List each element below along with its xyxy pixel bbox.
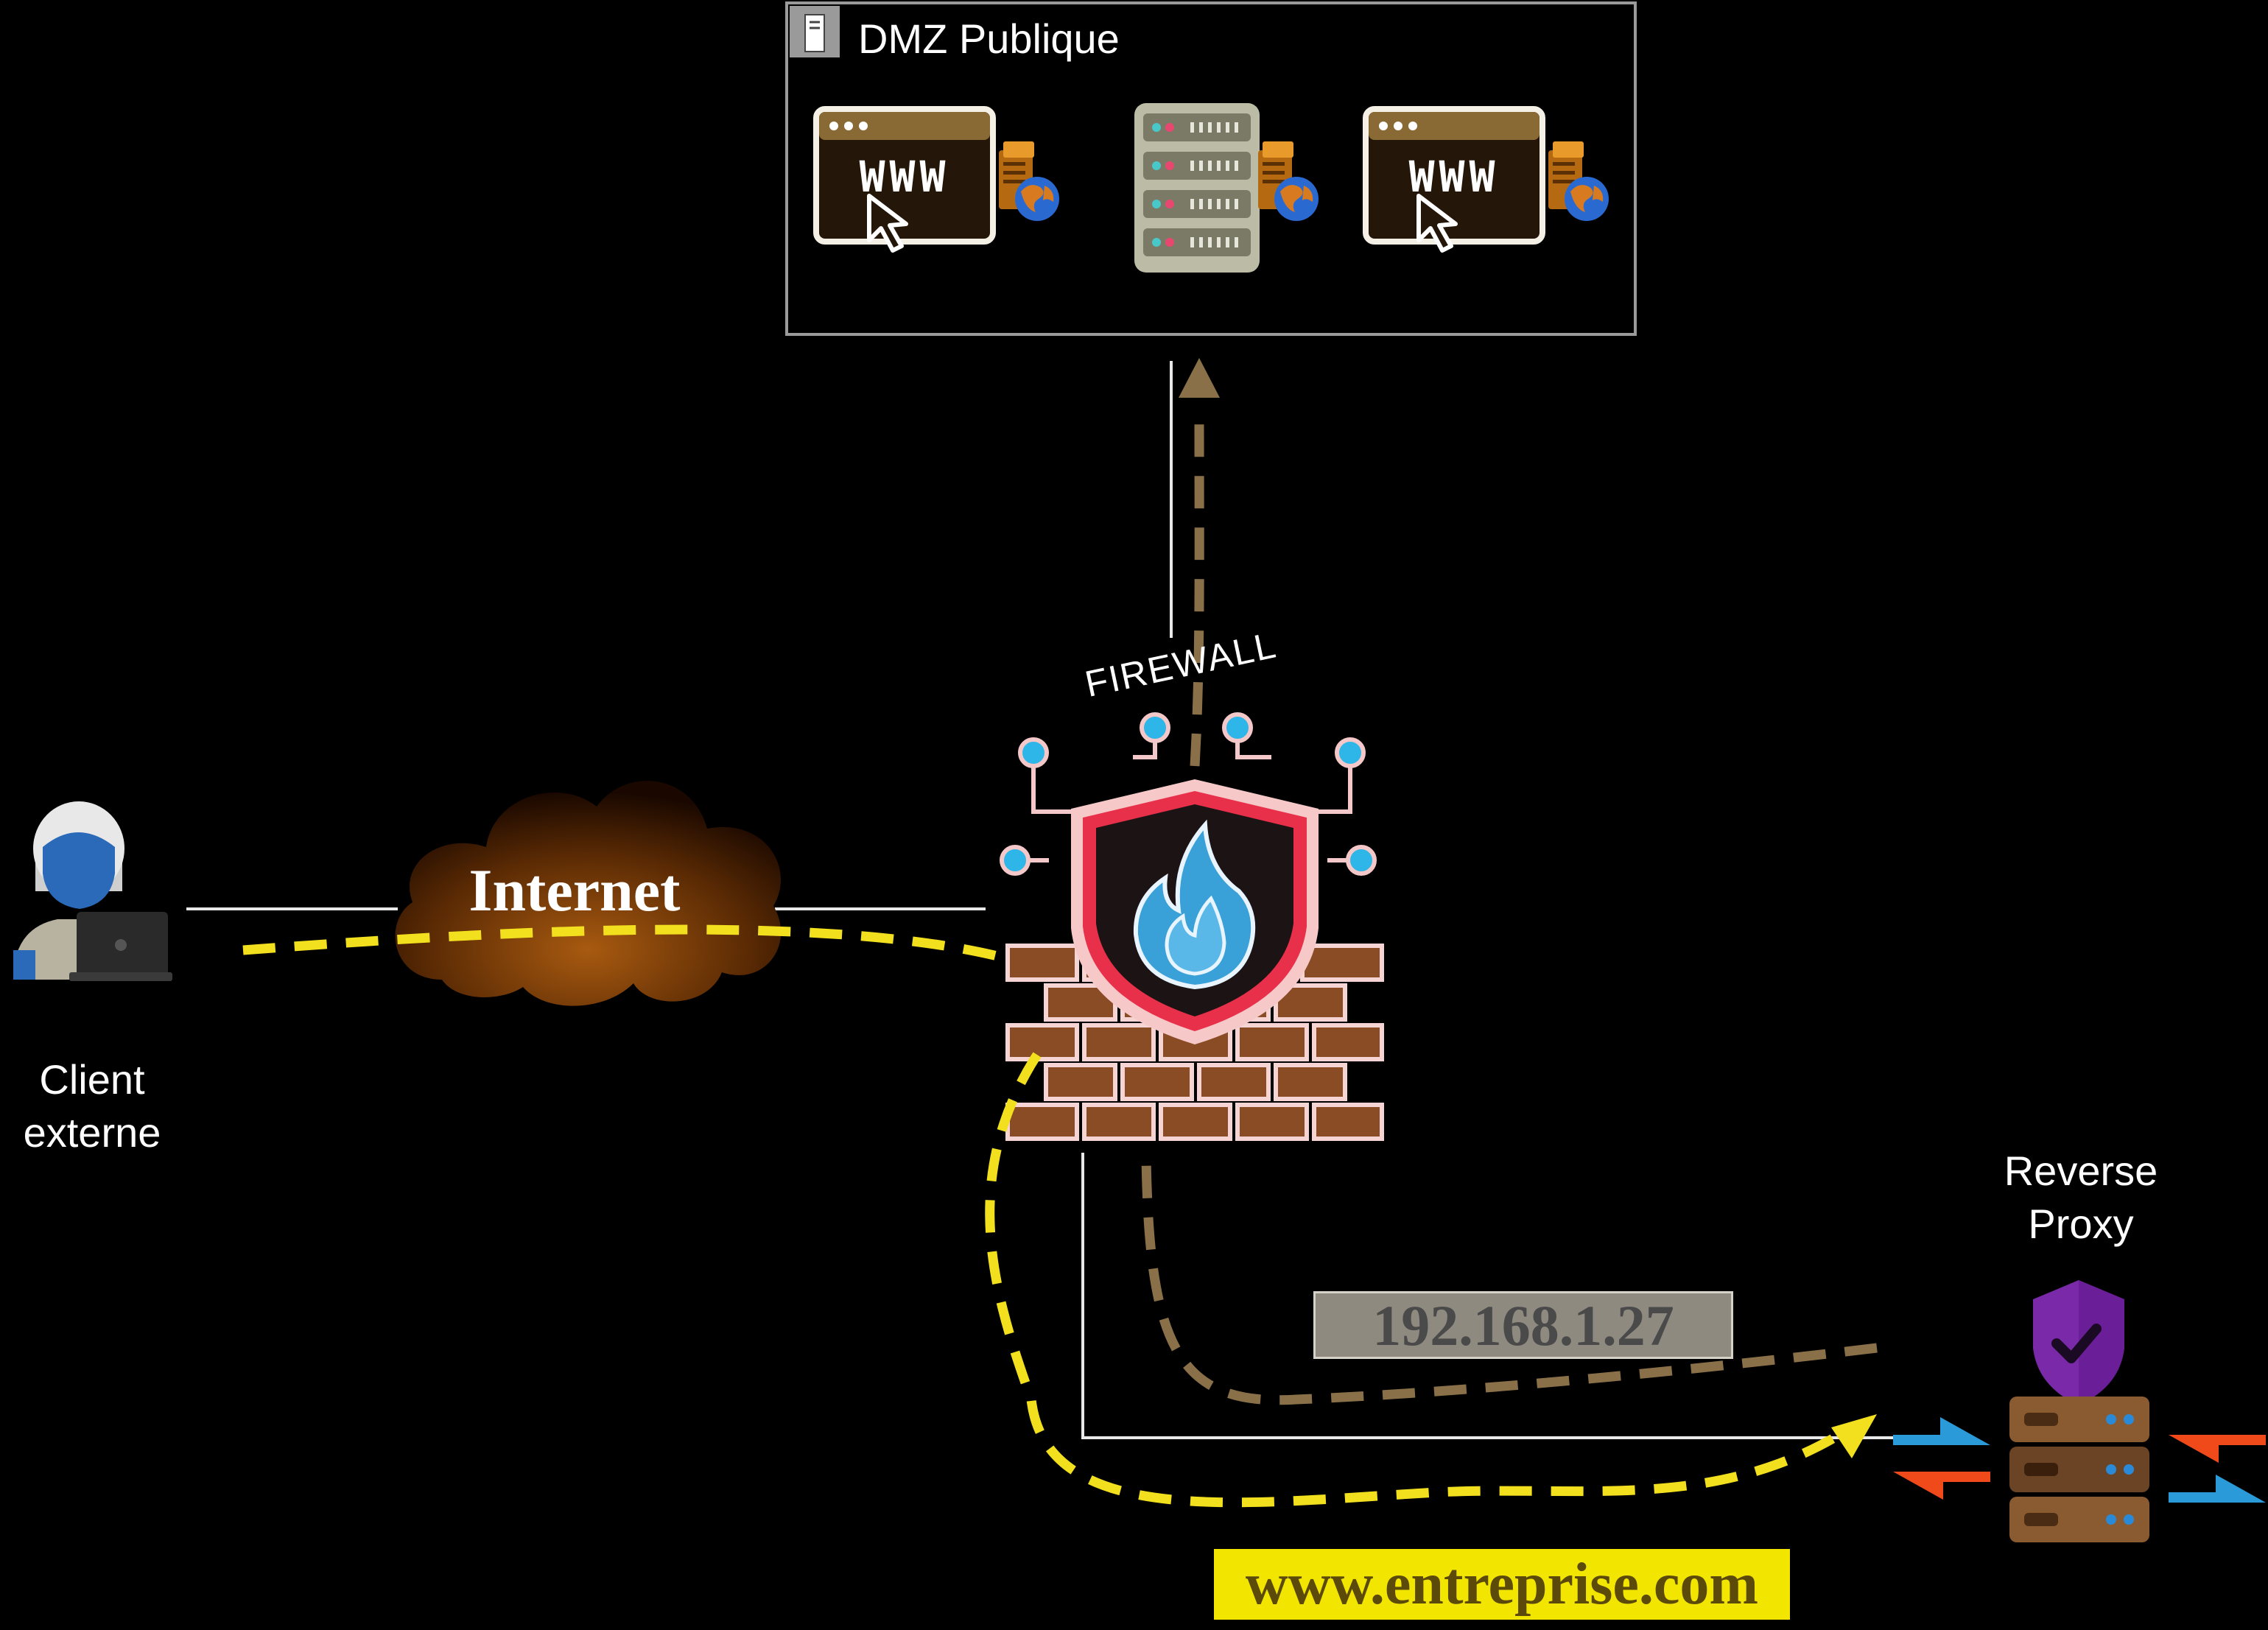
web-browser-icon: WWW: [1366, 109, 1542, 250]
response-arrow-head: [1179, 358, 1220, 398]
request-path: [242, 924, 1852, 1508]
www-text: WWW: [860, 152, 950, 202]
proxy-label-line2: Proxy: [2028, 1201, 2134, 1247]
firewall-icon: [1000, 712, 1384, 1141]
web-server-2: WWW: [1366, 109, 1609, 250]
dmz-title: DMZ Publique: [858, 15, 1120, 62]
www-text: WWW: [1409, 152, 1500, 202]
right-swap-arrows-icon: [2169, 1435, 2266, 1503]
internet-label: Internet: [468, 857, 681, 924]
web-browser-icon: WWW: [816, 109, 993, 250]
internet-cloud-icon: [395, 781, 782, 1006]
web-server-1: WWW: [816, 109, 1059, 250]
network-links: [186, 361, 1900, 1439]
request-arrow-head: [1831, 1414, 1877, 1458]
client-label: Client externe: [0, 1053, 184, 1159]
server-rack-icon: [1134, 103, 1260, 273]
reverse-proxy-icon: [2009, 1280, 2149, 1542]
client-label-line2: externe: [23, 1109, 161, 1156]
proxy-label-line1: Reverse: [2004, 1148, 2158, 1194]
client-user-laptop-icon: [13, 801, 172, 981]
left-swap-arrows-icon: [1893, 1417, 1990, 1500]
proxy-label: Reverse Proxy: [1974, 1145, 2188, 1251]
response-path: [1141, 412, 1878, 1405]
domain-url-badge: www.entreprise.com: [1214, 1549, 1790, 1620]
dmz-server-rack: [1134, 103, 1319, 273]
client-label-line1: Client: [39, 1056, 145, 1103]
ip-address-badge: 192.168.1.27: [1313, 1291, 1733, 1359]
